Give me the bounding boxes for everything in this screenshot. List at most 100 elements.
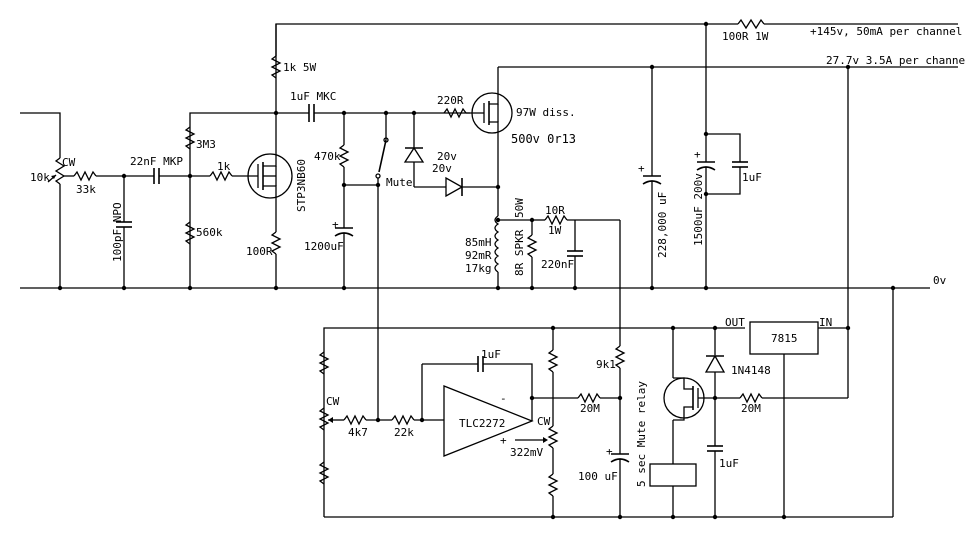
label-cap-plus-3: +: [694, 148, 701, 161]
rail-ground: [20, 287, 930, 518]
r1k5w: [270, 24, 282, 154]
label-r10r: 10R: [545, 204, 565, 217]
label-r470k: 470k: [314, 150, 341, 163]
q1-mosfet: [247, 153, 293, 199]
q3-mosfet: [663, 377, 740, 421]
r9k1: [614, 220, 626, 454]
label-r22k: 22k: [394, 426, 414, 439]
label-c1u-hv: 1uF: [742, 171, 762, 184]
label-r3m3: 3M3: [196, 138, 216, 151]
label-opamp: TLC2272: [459, 417, 505, 430]
r3m3: [184, 112, 276, 176]
speaker: [498, 219, 538, 288]
r20m-b: [739, 392, 848, 404]
label-mute: Mute: [386, 176, 413, 189]
c1200u: [334, 185, 354, 288]
label-r100r-source: 100R: [246, 245, 273, 258]
q2-mosfet: [471, 67, 513, 216]
label-pot-in: 10k: [30, 171, 50, 184]
regulator-7815: [749, 321, 819, 517]
r220r: [443, 107, 484, 119]
r10r: [532, 214, 620, 226]
label-r20m-b: 20M: [741, 402, 761, 415]
label-r33k: 33k: [76, 183, 96, 196]
label-c1u-feedback: 1uF: [481, 348, 501, 361]
label-pot-l-cw: CW: [326, 395, 340, 408]
zener-2: [414, 176, 498, 198]
label-cap-plus-1: +: [332, 218, 339, 231]
label-r20m-a: 20M: [580, 402, 600, 415]
label-r4k7: 4k7: [348, 426, 368, 439]
c22n: [153, 168, 210, 184]
label-zener2: 20v: [432, 162, 452, 175]
c100u: [610, 453, 630, 517]
relay: [649, 328, 697, 517]
control-loop: [323, 67, 849, 517]
label-inductor-0: 85mH: [465, 236, 492, 249]
label-q1: STP3NB60: [295, 159, 308, 212]
label-c100u: 100 uF: [578, 470, 618, 483]
label-pot-in-cw: CW: [62, 156, 76, 169]
label-reg: 7815: [771, 332, 798, 345]
label-q2-spec: 500v 0r13: [511, 132, 576, 146]
bias-divider: [515, 328, 559, 517]
label-cap-plus-4: +: [606, 445, 613, 458]
r100r-source: [270, 198, 282, 288]
mute-switch: [375, 113, 389, 420]
label-spkr: 8R SPKR: [513, 229, 526, 276]
r1k-gate: [209, 170, 258, 182]
c1500u: [696, 24, 716, 288]
label-r1k5w: 1k 5W: [283, 61, 316, 74]
label-inductor-1: 92mR: [465, 249, 492, 262]
label-op-plus: +: [500, 434, 507, 447]
label-c1500u: 1500uF 200v: [692, 173, 705, 246]
label-c220n: 220nF: [541, 258, 574, 271]
label-r1k-gate: 1k: [217, 160, 231, 173]
label-c22n: 22nF MKP: [130, 155, 183, 168]
label-relay: 5 sec Mute relay: [635, 381, 648, 487]
c220n: [567, 220, 583, 288]
label-ground: 0v: [933, 274, 947, 287]
label-inductor-2: 17kg: [465, 262, 492, 275]
label-r10r-w: 1W: [548, 224, 562, 237]
r470k: [338, 113, 378, 186]
r560k: [184, 176, 196, 288]
label-pot-bias-cw: CW: [537, 415, 551, 428]
label-op-minus: -: [500, 392, 507, 405]
zener-1: [403, 113, 425, 187]
label-r9k1: 9k1: [596, 358, 616, 371]
label-lv-rail: 27.7v 3.5A per channel: [826, 54, 966, 67]
r22k: [391, 414, 444, 426]
label-d1n4148: 1N4148: [731, 364, 771, 377]
r33k: [64, 170, 154, 182]
label-r100r-1w: 100R 1W: [722, 30, 769, 43]
d1n4148: [704, 328, 726, 446]
label-r220r: 220R: [437, 94, 464, 107]
label-c1200u: 1200uF: [304, 240, 344, 253]
opamp: [421, 364, 534, 457]
r4k7: [336, 414, 392, 426]
c1u-feedback: [422, 356, 533, 398]
label-out: OUT: [725, 316, 745, 329]
label-q2-diss: 97W diss.: [516, 106, 576, 119]
label-zener1: 20v: [437, 150, 457, 163]
c1u-lower: [707, 445, 723, 517]
label-c100p: 100pF NPO: [111, 202, 124, 262]
c1u-hv: [706, 133, 748, 195]
r20m-a: [532, 392, 620, 404]
input-wire: [20, 112, 61, 158]
c100p: [116, 176, 132, 288]
label-c228m: 228,000 uF: [656, 192, 669, 258]
c228m: [642, 67, 662, 288]
label-hv-rail: +145v, 50mA per channel: [810, 25, 962, 38]
label-in: IN: [819, 316, 832, 329]
junction-dots: [57, 21, 896, 520]
inductor: [494, 215, 500, 288]
label-r50w: 50W: [513, 198, 526, 218]
divider-left: [318, 351, 336, 485]
label-cap-plus-2: +: [638, 162, 645, 175]
label-pot-bias-v: 322mV: [510, 446, 543, 459]
input-pot: [47, 157, 66, 288]
label-r560k: 560k: [196, 226, 223, 239]
